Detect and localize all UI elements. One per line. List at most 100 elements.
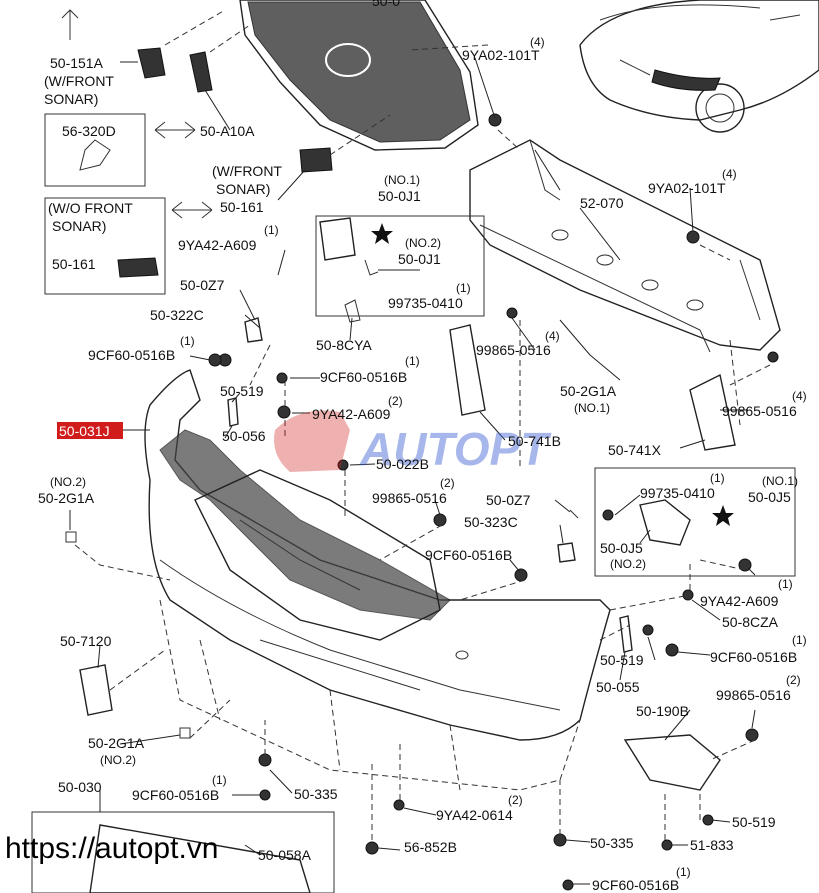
label-50-0-top[interactable]: 50-0 [372, 0, 400, 9]
label-50-519[interactable]: 50-519 [732, 814, 776, 830]
label-50-0Z7[interactable]: 50-0Z7 [486, 492, 531, 508]
note-no1: (NO.1) [384, 173, 420, 187]
label-9CF60-0516B[interactable]: 9CF60-0516B [592, 877, 679, 893]
note-no2: (NO.2) [50, 475, 86, 489]
star-icon [371, 223, 393, 244]
note-no1: (NO.1) [762, 474, 798, 488]
note-w-front-sonar: SONAR) [216, 181, 270, 197]
label-50-335[interactable]: 50-335 [590, 835, 634, 851]
label-50-161[interactable]: 50-161 [220, 199, 264, 215]
label-50-022B[interactable]: 50-022B [376, 456, 429, 472]
note-no1: (NO.1) [574, 401, 610, 415]
box-50-0J5 [594, 467, 796, 577]
label-50-0Z7[interactable]: 50-0Z7 [180, 277, 225, 293]
label-99735-0410[interactable]: 99735-0410 [388, 295, 463, 311]
qty: (1) [212, 773, 227, 787]
label-50-335[interactable]: 50-335 [294, 786, 338, 802]
note-no2: (NO.2) [100, 753, 136, 767]
label-9CF60-0516B[interactable]: 9CF60-0516B [132, 787, 219, 803]
label-50-8CZA[interactable]: 50-8CZA [722, 614, 779, 630]
watermark-text: AUTOPT [359, 423, 552, 475]
label-9YA42-A609[interactable]: 9YA42-A609 [700, 593, 779, 609]
label-56-320D[interactable]: 56-320D [62, 123, 116, 139]
qty: (1) [405, 354, 420, 368]
label-50-0J5[interactable]: 50-0J5 [748, 489, 791, 505]
label-50-519[interactable]: 50-519 [600, 652, 644, 668]
label-99865-0516[interactable]: 99865-0516 [722, 403, 797, 419]
label-50-151A[interactable]: 50-151A [50, 55, 104, 71]
label-50-058A[interactable]: 50-058A [258, 847, 312, 863]
label-50-161[interactable]: 50-161 [52, 256, 96, 272]
label-99865-0516[interactable]: 99865-0516 [716, 687, 791, 703]
label-56-852B[interactable]: 56-852B [404, 839, 457, 855]
note-wo-front-sonar: SONAR) [52, 218, 106, 234]
box-50-030 [31, 811, 335, 893]
label-50-8CYA[interactable]: 50-8CYA [316, 337, 372, 353]
qty: (1) [264, 223, 279, 237]
box-50-0J1 [315, 215, 485, 317]
qty: (2) [786, 673, 801, 687]
label-9YA42-0614[interactable]: 9YA42-0614 [436, 807, 513, 823]
small-parts [65, 47, 779, 891]
note-wo-front-sonar: (W/O FRONT [48, 200, 133, 216]
leader-lines [69, 9, 771, 885]
label-50-2G1A[interactable]: 50-2G1A [560, 383, 617, 399]
qty: (4) [545, 329, 560, 343]
label-50-030[interactable]: 50-030 [58, 779, 102, 795]
label-50-741B[interactable]: 50-741B [508, 433, 561, 449]
double-arrows [61, 9, 213, 219]
note-no2: (NO.2) [405, 236, 441, 250]
label-9YA42-A609[interactable]: 9YA42-A609 [178, 237, 257, 253]
label-50-190B[interactable]: 50-190B [636, 703, 689, 719]
label-9CF60-0516B[interactable]: 9CF60-0516B [320, 369, 407, 385]
qty: (1) [792, 633, 807, 647]
label-50-7120[interactable]: 50-7120 [60, 633, 112, 649]
label-50-323C[interactable]: 50-323C [464, 514, 518, 530]
qty: (1) [456, 281, 471, 295]
label-51-833[interactable]: 51-833 [690, 837, 734, 853]
qty: (4) [722, 167, 737, 181]
qty: (4) [792, 389, 807, 403]
qty: (1) [710, 471, 725, 485]
box-56-320D [44, 113, 146, 187]
label-99865-0516[interactable]: 99865-0516 [372, 490, 447, 506]
label-50-0J5[interactable]: 50-0J5 [600, 540, 643, 556]
qty: (1) [180, 334, 195, 348]
label-50-2G1A[interactable]: 50-2G1A [38, 490, 95, 506]
label-50-056[interactable]: 50-056 [222, 428, 266, 444]
highlight-box [57, 422, 123, 439]
label-50-519[interactable]: 50-519 [220, 383, 264, 399]
qty: (1) [778, 577, 793, 591]
qty: (4) [530, 35, 545, 49]
label-9YA02-101T[interactable]: 9YA02-101T [462, 47, 540, 63]
label-9CF60-0516B[interactable]: 9CF60-0516B [88, 347, 175, 363]
label-50-2G1A[interactable]: 50-2G1A [88, 735, 145, 751]
label-99865-0516[interactable]: 99865-0516 [476, 342, 551, 358]
qty: (1) [676, 865, 691, 879]
label-9CF60-0516B[interactable]: 9CF60-0516B [710, 649, 797, 665]
watermark: AUTOPT [274, 410, 552, 475]
label-9YA42-A609[interactable]: 9YA42-A609 [312, 406, 391, 422]
bumper-frame [159, 429, 451, 641]
plate-bracket [89, 824, 311, 893]
label-50-A10A[interactable]: 50-A10A [200, 123, 255, 139]
label-50-741X[interactable]: 50-741X [608, 442, 662, 458]
bumper-cover [144, 369, 611, 741]
label-50-0J1[interactable]: 50-0J1 [398, 251, 441, 267]
bumper-reinforcement [469, 139, 781, 353]
label-50-031J[interactable]: 50-031J [59, 423, 110, 439]
label-50-0J1[interactable]: 50-0J1 [378, 188, 421, 204]
label-50-322C[interactable]: 50-322C [150, 307, 204, 323]
note-no2: (NO.2) [610, 557, 646, 571]
qty: (2) [388, 394, 403, 408]
note-w-front-sonar: (W/FRONT [44, 73, 114, 89]
label-9CF60-0516B[interactable]: 9CF60-0516B [425, 547, 512, 563]
site-url[interactable]: https://autopt.vn [5, 832, 218, 865]
note-w-front-sonar: SONAR) [44, 91, 98, 107]
label-52-070[interactable]: 52-070 [580, 195, 624, 211]
label-50-055[interactable]: 50-055 [596, 679, 640, 695]
label-99735-0410[interactable]: 99735-0410 [640, 485, 715, 501]
box-wo-front-sonar [44, 197, 166, 295]
label-9YA02-101T[interactable]: 9YA02-101T [648, 180, 726, 196]
